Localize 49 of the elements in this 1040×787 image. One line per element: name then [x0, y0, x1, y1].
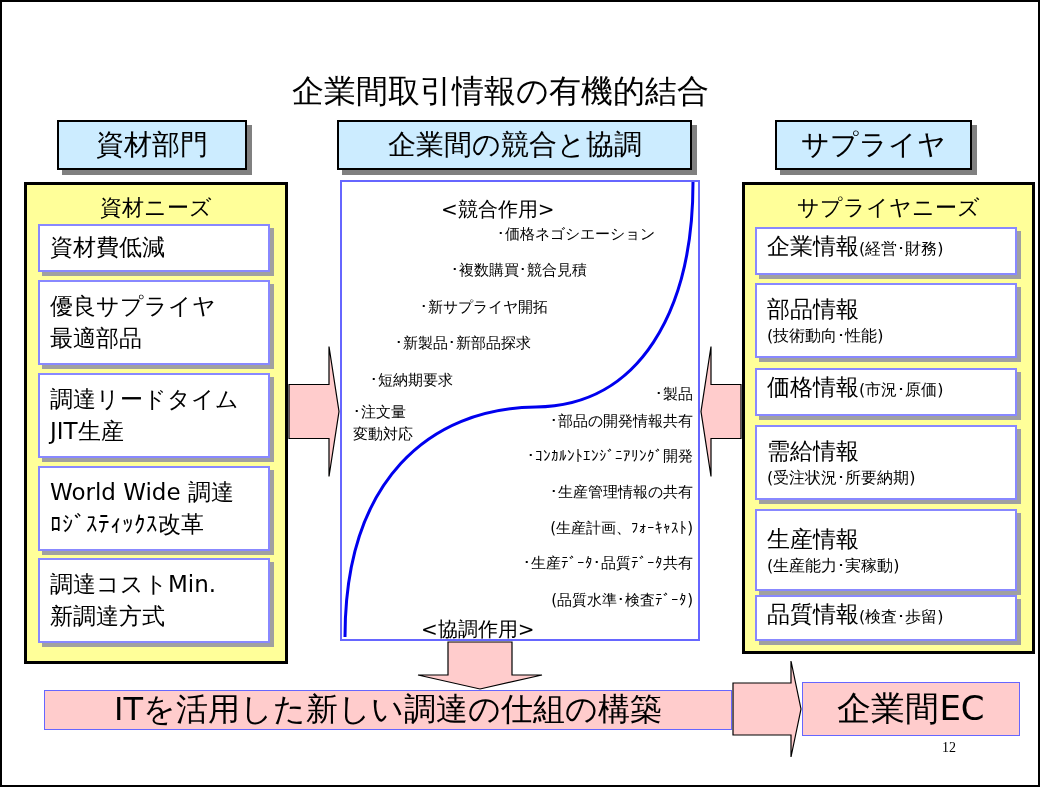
item-text: 企業情報 — [767, 232, 859, 261]
item-detail: (受注状況･所要納期) — [767, 467, 917, 489]
item-detail: (技術動向･性能) — [767, 325, 885, 347]
list-item: ･価格ネゴシエーション — [497, 225, 655, 244]
list-item: ･新製品･新部品探求 — [395, 334, 531, 353]
list-item: ･生産ﾃﾞｰﾀ･品質ﾃﾞｰﾀ共有 — [523, 554, 693, 573]
list-item: ･製品 — [655, 385, 693, 404]
section-heading: <協調作用> — [421, 616, 535, 643]
list-item: ･新サプライヤ開拓 — [420, 298, 548, 317]
item-detail: (検査･歩留) — [859, 606, 944, 628]
item-detail: (市況･原価) — [859, 379, 944, 401]
page-number: 12 — [942, 740, 956, 756]
result-box — [44, 690, 732, 730]
item-text: 調達コストMin.新調達方式 — [50, 570, 218, 631]
slide-title: 企業間取引情報の有機的結合 — [290, 71, 710, 112]
list-item: (品質水準･検査ﾃﾞｰﾀ) — [551, 591, 693, 610]
list-item: ･複数購買･競合見積 — [451, 261, 587, 280]
item-text: 価格情報 — [767, 373, 859, 402]
panel-title: サプライヤニーズ — [796, 194, 981, 222]
item-text: 需給情報 — [767, 437, 860, 467]
block-arrow — [732, 660, 802, 758]
item-detail: (経営･財務) — [859, 238, 944, 260]
list-item: (生産計画、ﾌｫｰｷｬｽﾄ) — [550, 519, 693, 538]
list-item: ･注文量変動対応 — [353, 402, 414, 445]
item-text: 企業間EC — [837, 687, 985, 730]
list-item: ･部品の開発情報共有 — [550, 412, 693, 431]
item-text: ITを活用した新しい調達の仕組の構築 — [114, 689, 662, 730]
block-arrow — [288, 345, 340, 478]
list-item: ･ｺﾝｶﾙﾝﾄｴﾝｼﾞﾆｱﾘﾝｸﾞ開発 — [527, 447, 693, 466]
item-text: 調達リードタイムJIT生産 — [50, 385, 240, 446]
item-text: 資材費低減 — [50, 233, 166, 263]
needs-panel — [742, 182, 1035, 654]
item-text: 資材部門 — [96, 127, 208, 163]
item-detail: (生産能力･実稼動) — [767, 554, 901, 577]
item-text: 部品情報 — [767, 295, 860, 325]
panel-title: 資材ニーズ — [99, 194, 213, 222]
item-text: World Wide 調達ﾛｼﾞｽﾃｨｯｸｽ改革 — [50, 478, 235, 539]
list-item: ･生産管理情報の共有 — [550, 483, 693, 502]
block-arrow — [417, 641, 543, 690]
item-text: 優良サプライヤ最適部品 — [50, 292, 217, 353]
needs-panel — [24, 182, 288, 664]
list-item: ･短納期要求 — [370, 371, 453, 390]
item-text: 品質情報 — [767, 600, 859, 629]
item-text: 生産情報 — [767, 524, 860, 554]
item-text: サプライヤ — [801, 127, 946, 163]
block-arrow — [700, 345, 742, 478]
item-text: 企業間の競合と協調 — [387, 127, 642, 163]
result-box — [802, 682, 1020, 736]
section-heading: <競合作用> — [441, 196, 555, 223]
